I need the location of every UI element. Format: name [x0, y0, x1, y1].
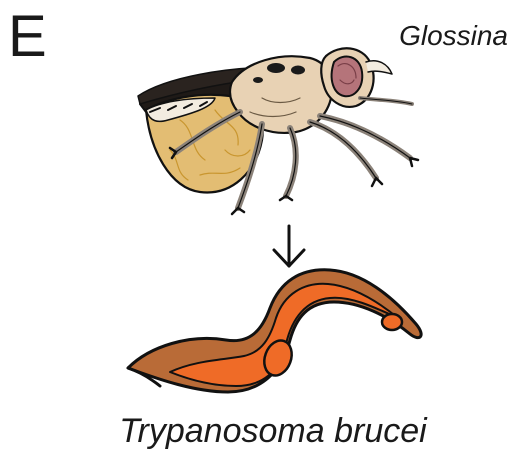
fly-eye: [332, 57, 363, 97]
fly-head: [321, 48, 412, 107]
down-arrow-icon: [274, 226, 304, 266]
trypanosome-icon: [128, 270, 421, 392]
parasite-label: Trypanosoma brucei: [0, 412, 518, 451]
tsetse-fly-icon: [138, 48, 418, 214]
parasite-kinetoplast: [382, 314, 402, 330]
